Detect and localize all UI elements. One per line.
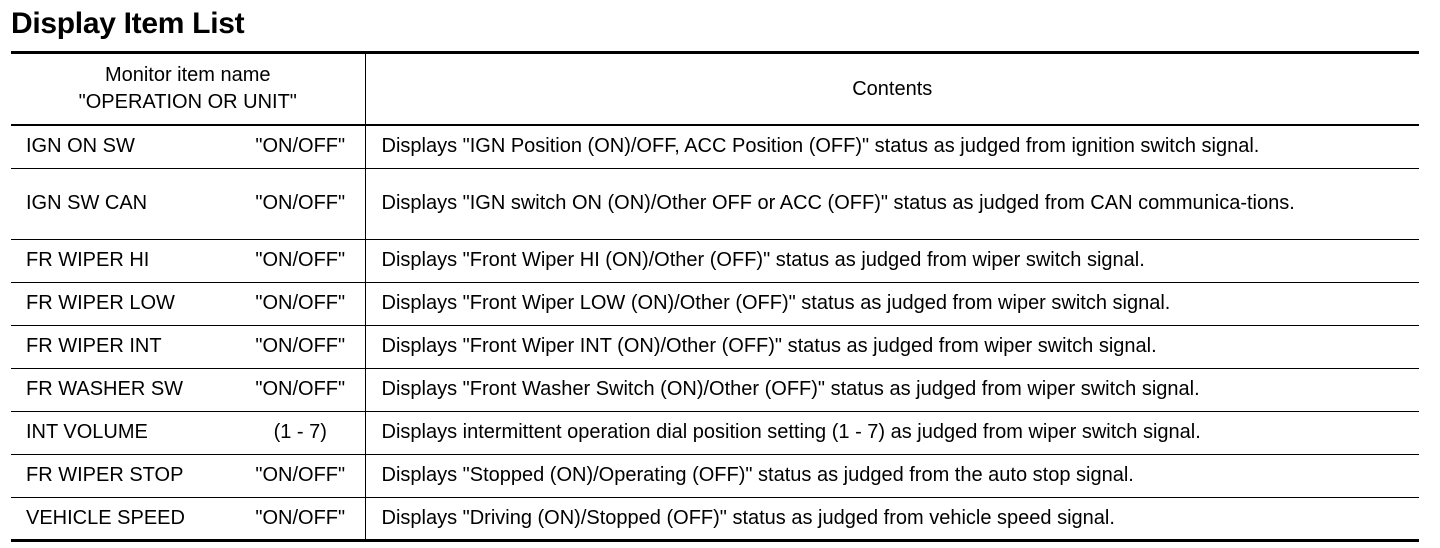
table-row: FR WIPER INT "ON/OFF" Displays "Front Wi…	[11, 324, 1419, 368]
monitor-item-name: FR WIPER STOP	[11, 453, 236, 497]
table-row: IGN SW CAN "ON/OFF" Displays "IGN switch…	[11, 167, 1419, 239]
table-header-row: Monitor item name "OPERATION OR UNIT" Co…	[11, 52, 1419, 126]
monitor-item-contents: Displays "IGN switch ON (ON)/Other OFF o…	[365, 167, 1419, 239]
table-row: FR WIPER LOW "ON/OFF" Displays "Front Wi…	[11, 281, 1419, 325]
monitor-item-name: FR WIPER HI	[11, 238, 236, 282]
monitor-item-unit: "ON/OFF"	[236, 167, 366, 239]
monitor-item-name: IGN SW CAN	[11, 167, 236, 239]
monitor-item-unit: "ON/OFF"	[236, 324, 366, 368]
header-monitor-item: Monitor item name "OPERATION OR UNIT"	[11, 52, 366, 126]
monitor-item-contents: Displays "Driving (ON)/Stopped (OFF)" st…	[365, 496, 1419, 540]
header-monitor-line1: Monitor item name	[104, 64, 271, 86]
monitor-item-name: INT VOLUME	[11, 410, 236, 454]
monitor-item-unit: "ON/OFF"	[236, 238, 366, 282]
table-row: IGN ON SW "ON/OFF" Displays "IGN Positio…	[11, 125, 1419, 168]
table-row: VEHICLE SPEED "ON/OFF" Displays "Driving…	[11, 496, 1419, 540]
monitor-item-unit: (1 - 7)	[236, 410, 366, 454]
monitor-item-contents: Displays "Front Wiper INT (ON)/Other (OF…	[365, 324, 1419, 368]
header-contents: Contents	[365, 52, 1419, 126]
table-row: FR WIPER HI "ON/OFF" Displays "Front Wip…	[11, 238, 1419, 282]
monitor-item-unit: "ON/OFF"	[236, 453, 366, 497]
table-row: FR WIPER STOP "ON/OFF" Displays "Stopped…	[11, 453, 1419, 497]
monitor-item-name: IGN ON SW	[26, 135, 135, 158]
table-row: FR WASHER SW "ON/OFF" Displays "Front Wa…	[11, 367, 1419, 411]
monitor-item-name: FR WIPER LOW	[11, 281, 236, 325]
monitor-item-contents: Displays "IGN Position (ON)/OFF, ACC Pos…	[381, 135, 1260, 158]
monitor-item-unit: "ON/OFF"	[236, 496, 366, 540]
display-item-table: Monitor item name "OPERATION OR UNIT" Co…	[11, 51, 1419, 542]
monitor-item-contents: Displays "Front Washer Switch (ON)/Other…	[365, 367, 1419, 411]
monitor-item-contents: Displays "Stopped (ON)/Operating (OFF)" …	[365, 453, 1419, 497]
monitor-item-contents: Displays "Front Wiper HI (ON)/Other (OFF…	[365, 238, 1419, 282]
monitor-item-name: VEHICLE SPEED	[11, 496, 236, 540]
monitor-item-name: FR WASHER SW	[11, 367, 236, 411]
monitor-item-contents: Displays "Front Wiper LOW (ON)/Other (OF…	[365, 281, 1419, 325]
monitor-item-unit: "ON/OFF"	[236, 281, 366, 325]
table-row: INT VOLUME (1 - 7) Displays intermittent…	[11, 410, 1419, 454]
page-title: Display Item List	[11, 7, 245, 40]
monitor-item-unit: "ON/OFF"	[236, 125, 366, 168]
monitor-item-name: FR WIPER INT	[11, 324, 236, 368]
monitor-item-contents: Displays intermittent operation dial pos…	[365, 410, 1419, 454]
monitor-item-unit: "ON/OFF"	[236, 367, 366, 411]
header-monitor-line2: "OPERATION OR UNIT"	[78, 91, 297, 113]
